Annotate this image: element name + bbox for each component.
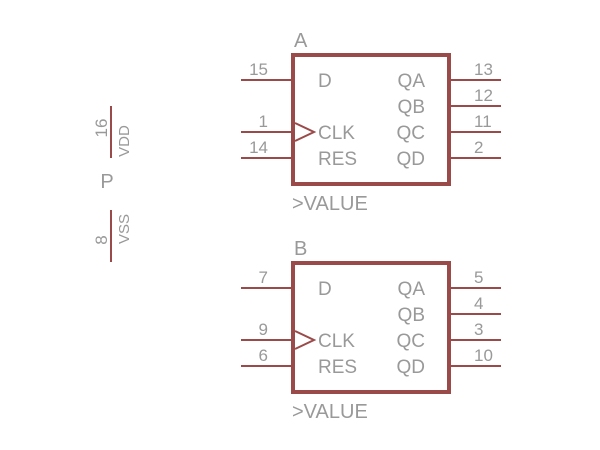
gate-b-clock-marker [294,330,317,350]
gate-a: A 15 1 14 D CLK RES 13 12 11 2 QA QB QC … [241,30,501,215]
gate-b: B 7 9 6 D CLK RES 5 4 3 10 QA QB QC QD >… [241,238,501,423]
gate-b-pin-qc-label: QC [397,331,426,352]
gate-b-pin-clk-label: CLK [318,331,355,352]
gate-a-pin-qd-number: 2 [474,138,483,157]
vdd-pin-number: 16 [92,119,111,138]
gate-b-pin-qa-number: 5 [474,268,483,287]
gate-a-name: A [294,30,308,52]
gate-b-pin-res-label: RES [318,357,357,378]
part-label: P [100,171,113,193]
gate-a-clock-marker [294,122,317,142]
gate-a-pin-d-label: D [318,71,332,92]
gate-a-pin-res-number: 14 [249,138,268,157]
gate-b-pin-qa-label: QA [398,279,426,300]
gate-b-pin-res-number: 6 [259,346,268,365]
gate-a-body [291,53,451,186]
gate-a-pin-qc-label: QC [397,123,426,144]
gate-a-pin-res-label: RES [318,149,357,170]
gate-b-value: >VALUE [292,401,368,423]
gate-a-value: >VALUE [292,193,368,215]
gate-b-pin-qc-number: 3 [474,320,483,339]
gate-b-pin-d-label: D [318,279,332,300]
gate-b-pin-clk-number: 9 [259,320,268,339]
gate-a-pin-qb-label: QB [398,97,425,118]
gate-a-pin-qb-number: 12 [474,86,493,105]
gate-b-pin-d-number: 7 [259,268,268,287]
gate-a-pin-d-number: 15 [249,60,268,79]
gate-b-pin-qb-number: 4 [474,294,483,313]
gate-a-pin-qa-number: 13 [474,60,493,79]
vdd-label: VDD [116,125,133,157]
gate-b-name: B [294,238,307,260]
gate-a-pin-qc-number: 11 [474,112,492,131]
vss-pin-number: 8 [92,235,111,244]
gate-b-pin-qd-number: 10 [474,346,493,365]
vss-label: VSS [116,214,133,244]
gate-a-pin-clk-number: 1 [259,112,268,131]
gate-a-pin-clk-label: CLK [318,123,355,144]
gate-a-pin-qd-label: QD [397,149,426,170]
power-symbol: 16 VDD P 8 VSS [92,106,133,262]
gate-b-pin-qd-label: QD [397,357,426,378]
gate-b-body [291,261,451,394]
gate-a-pin-qa-label: QA [398,71,426,92]
gate-b-pin-qb-label: QB [398,305,425,326]
